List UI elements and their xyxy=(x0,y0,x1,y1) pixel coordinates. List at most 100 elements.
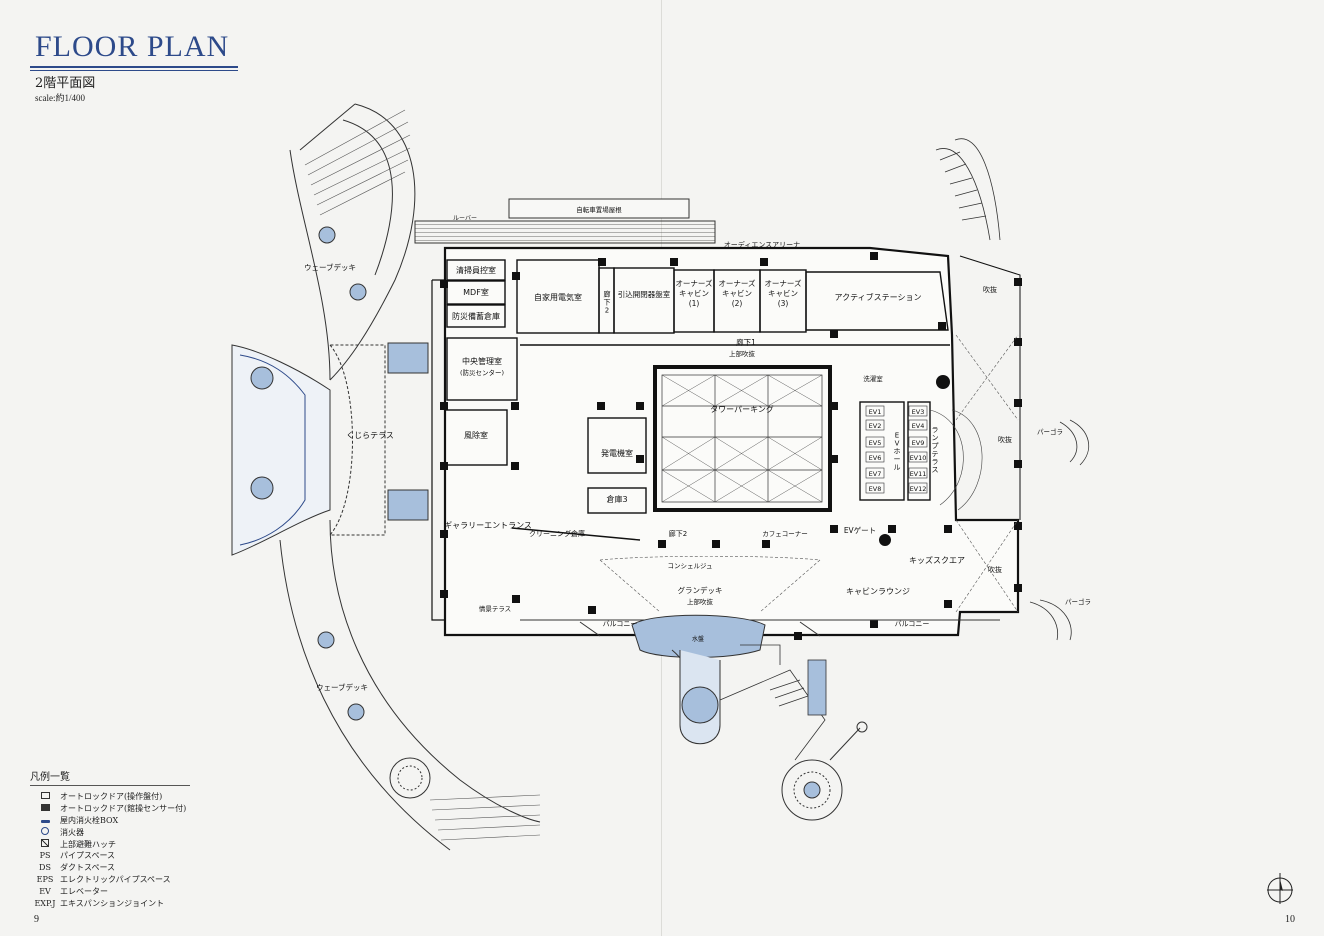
south-fountain xyxy=(781,721,868,821)
legend-label: オートロックドア(館操センサー付) xyxy=(60,804,187,814)
legend-item: PS パイプスペース xyxy=(30,850,190,862)
room-label-owners-cabin-3: キャビン xyxy=(768,289,798,298)
elevator-label: EV5 xyxy=(869,439,882,447)
wave-deck xyxy=(279,103,541,851)
legend-label: 屋内消火栓BOX xyxy=(60,815,119,825)
pergola-right-side xyxy=(1029,419,1089,641)
legend-label: エレクトリックパイプスペース xyxy=(60,874,171,884)
legend-title: 凡例一覧 xyxy=(30,768,190,786)
page-number-left: 9 xyxy=(34,914,39,925)
elevator-label: EV9 xyxy=(912,439,925,447)
legend-label: エキスパンションジョイント xyxy=(60,898,165,908)
room-label-incoming-equip: 引込開閉器盤室 xyxy=(618,289,671,299)
room-label-audience-arena: オーディエンスアリーナ xyxy=(724,240,800,249)
room-label-owners-cabin-1: オーナーズ xyxy=(675,278,713,288)
room-label-louver: ルーバー xyxy=(453,215,477,222)
legend-label: 消火器 xyxy=(60,827,84,837)
wave-deck-fountain xyxy=(389,757,431,799)
room-label-owners-cabin-2: キャビン xyxy=(722,289,752,298)
room-label-owners-cabin-3: (3) xyxy=(778,299,789,308)
room-label-balcony-east: バルコニー xyxy=(895,620,930,628)
room-label-owners-cabin-2: オーナーズ xyxy=(718,278,756,288)
legend-abbrev: EPS xyxy=(36,874,54,884)
room-label-kujira-terrace: くじらテラス xyxy=(346,431,394,440)
room-label-bicycle-parking: 自転車置場屋根 xyxy=(576,205,622,214)
elevator-label: EV8 xyxy=(869,485,882,493)
floor-subtitle: 2階平面図 xyxy=(35,76,96,91)
room-walls xyxy=(444,259,950,541)
legend-item: 上部避難ハッチ xyxy=(30,838,190,850)
elevator-label: EV6 xyxy=(869,454,882,462)
room-label-active-station: アクティブステーション xyxy=(835,292,922,302)
room-label-corridor2: 廊 xyxy=(604,290,611,299)
void-arcs xyxy=(599,334,1019,613)
room-label-storage3: 倉庫3 xyxy=(606,494,627,504)
legend-label: 上部避難ハッチ xyxy=(60,839,116,849)
room-label-balcony: バルコニー xyxy=(603,620,638,628)
south-stair-deck xyxy=(719,644,827,761)
room-label-owners-cabin-1: キャビン xyxy=(679,289,709,298)
room-label-kids-square: キッズスクエア xyxy=(909,555,965,565)
legend-label: パイプスペース xyxy=(60,851,116,861)
elevator-label: EV3 xyxy=(912,408,925,416)
pergola-right-top xyxy=(935,138,1001,241)
bicycle-roof xyxy=(414,198,716,244)
autolock-door-sensor-icon xyxy=(30,804,60,813)
legend: 凡例一覧 オートロックドア(操作盤付) オートロックドア(館操センサー付)屋内消火… xyxy=(30,768,190,909)
room-label-generator: 発電機室 xyxy=(601,448,633,458)
room-label-owners-cabin-1: (1) xyxy=(689,299,700,308)
room-label-ev-hall: ホ xyxy=(894,448,901,456)
room-label-ev-hall: E xyxy=(895,432,899,440)
fire-extinguisher-icon xyxy=(30,827,60,837)
room-label-wave-deck: ウェーブデッキ xyxy=(304,262,356,272)
room-label-pergola: パーゴラ xyxy=(1037,427,1063,436)
room-label-pergola-south: パーゴラ xyxy=(1065,597,1091,606)
elevator-label: EV1 xyxy=(869,408,882,416)
room-label-cabin-lounge: キャビンラウンジ xyxy=(846,587,910,596)
legend-item: 消火器 xyxy=(30,826,190,838)
legend-item: オートロックドア(館操センサー付) xyxy=(30,803,190,815)
legend-abbrev: EV xyxy=(39,886,51,896)
room-label-upper-void: 上部吹抜 xyxy=(729,349,756,358)
room-label-private-elec: 自家用電気室 xyxy=(534,292,582,302)
page-number-right: 10 xyxy=(1285,914,1295,925)
elevator-label: EV4 xyxy=(912,422,925,430)
elevator-label: EV2 xyxy=(869,422,882,430)
room-label-cleaning-storage: クリーニング倉庫 xyxy=(529,529,585,538)
column-round-2 xyxy=(879,534,891,546)
room-label-void-north: 吹抜 xyxy=(983,285,997,294)
legend-label: エレベーター xyxy=(60,886,108,896)
room-label-corridor2: 下 xyxy=(604,299,611,307)
room-label-concierge: コンシェルジュ xyxy=(667,562,712,570)
legend-abbrev: PS xyxy=(39,851,51,861)
room-label-windbreak: 風除室 xyxy=(464,430,488,440)
legend-abbrev: DS xyxy=(39,863,51,873)
title-rule-thin xyxy=(30,70,238,71)
elevator-label: EV7 xyxy=(869,470,882,478)
room-label-corridor2: 2 xyxy=(605,307,609,315)
wave-deck-stairs-top xyxy=(304,109,411,216)
room-label-lamp-terrace: テ xyxy=(932,450,939,458)
room-label-wash-room: 洗濯室 xyxy=(863,374,883,383)
room-label-tower-parking: タワーパーキング xyxy=(710,404,774,414)
column-round-1 xyxy=(936,375,950,389)
room-label-central-mgmt-sub: (防災センター) xyxy=(460,368,504,377)
kujira-terrace-area xyxy=(231,342,429,556)
room-label-corridor1: 廊下1 xyxy=(736,337,756,347)
room-label-disaster-storage: 防災備蓄倉庫 xyxy=(452,311,500,321)
room-label-lamp-terrace: ン xyxy=(932,434,939,442)
wave-deck-stairs-bottom xyxy=(429,794,541,841)
parking-grid xyxy=(661,374,823,503)
room-label-water-surface: 水盤 xyxy=(692,635,704,643)
room-labels: 清掃員控室MDF室防災備蓄倉庫中央管理室(防災センター)自家用電気室廊下2引込開… xyxy=(304,205,1091,692)
room-label-lamp-terrace: プ xyxy=(932,442,939,450)
south-balcony xyxy=(520,619,1000,637)
legend-item: 屋内消火栓BOX xyxy=(30,815,190,827)
stair-lamp-terrace xyxy=(929,409,983,511)
legend-item: オートロックドア(操作盤付) xyxy=(30,791,190,803)
room-label-ev-hall: ル xyxy=(894,464,901,472)
legend-label: オートロックドア(操作盤付) xyxy=(60,792,163,802)
evacuation-hatch-icon xyxy=(30,839,60,849)
